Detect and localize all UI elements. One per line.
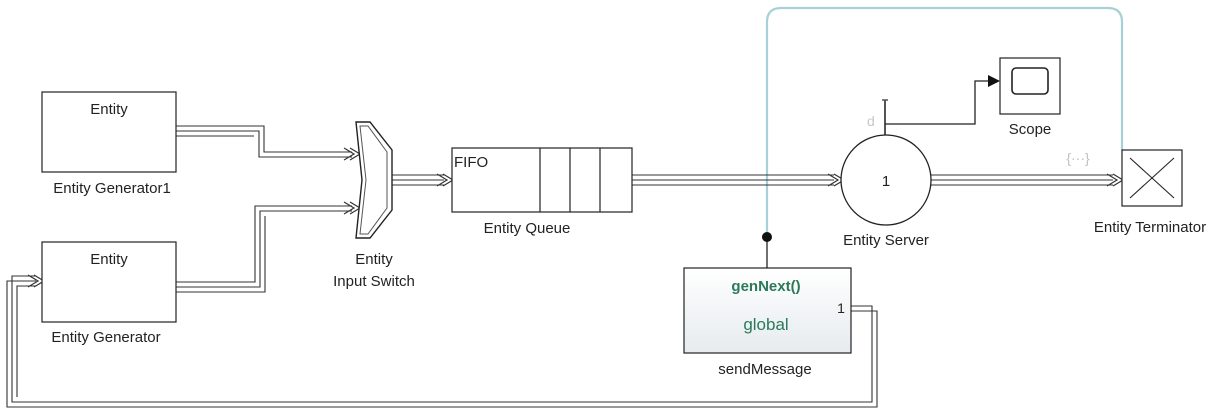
entity-input-switch-label-2: Input Switch	[333, 273, 415, 290]
connection-queue-to-server[interactable]	[632, 174, 834, 186]
entity-server-label: Entity Server	[843, 232, 929, 249]
entity-terminator-label: Entity Terminator	[1094, 219, 1206, 236]
queue-policy-text: FIFO	[454, 154, 488, 171]
entity-generator1-label: Entity Generator1	[53, 180, 171, 197]
entity-server-block[interactable]: 1	[840, 134, 932, 226]
entity-queue-label: Entity Queue	[484, 220, 571, 237]
entity-generator1-block[interactable]: Entity	[41, 91, 177, 173]
entity-generator1-inner: Entity	[90, 101, 128, 118]
connection-gen1-to-switch[interactable]	[176, 125, 352, 158]
server-port-label: d	[867, 113, 875, 129]
message-port-dot	[762, 232, 772, 242]
entity-input-switch-label-1: Entity	[355, 251, 393, 268]
send-message-label: sendMessage	[718, 361, 811, 378]
connection-server-to-scope[interactable]	[882, 75, 1000, 140]
send-message-block[interactable]: genNext() global 1	[683, 267, 852, 354]
entity-generator-inner: Entity	[90, 251, 128, 268]
message-event-line[interactable]	[765, 6, 1124, 234]
entity-terminator-block[interactable]	[1121, 149, 1183, 207]
entity-input-switch-block[interactable]	[355, 121, 393, 239]
entity-generator-block[interactable]: Entity	[41, 241, 177, 323]
scope-block[interactable]	[999, 57, 1061, 115]
function-scope-text: global	[743, 315, 788, 334]
entity-generator-label: Entity Generator	[51, 329, 160, 346]
function-name-text: genNext()	[731, 278, 800, 295]
scope-label: Scope	[1009, 121, 1052, 138]
entity-type-badge: {···}	[1066, 150, 1090, 166]
connection-server-to-terminator[interactable]	[931, 174, 1113, 186]
server-capacity-text: 1	[882, 173, 890, 190]
output-port-number: 1	[837, 300, 845, 316]
entity-queue-block[interactable]: FIFO	[451, 147, 633, 213]
connection-gen-to-switch[interactable]	[176, 205, 352, 293]
connection-switch-to-queue[interactable]	[392, 174, 444, 186]
